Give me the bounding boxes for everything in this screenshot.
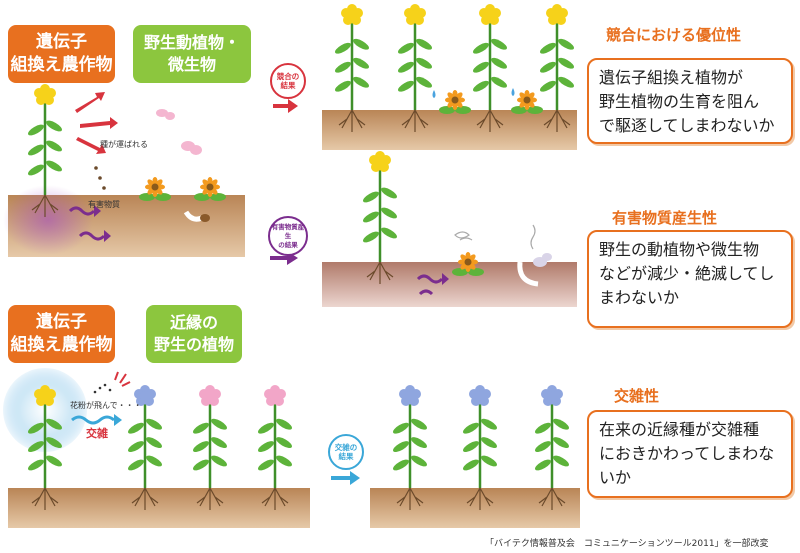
heading-competitive-advantage: 競合における優位性: [606, 26, 742, 44]
harmful-result-badge: 有害物質産生 の結果: [268, 216, 308, 256]
butterfly-1: [156, 109, 175, 120]
suppressed-flower-1: [439, 90, 471, 114]
gm-plant-competition-4: [540, 4, 574, 132]
relative-plant-blue: [128, 385, 162, 510]
pollen-dots: [93, 383, 112, 394]
wild-flower-1: [139, 177, 171, 201]
dead-butterfly: [533, 253, 552, 267]
suppressed-flower-2: [511, 90, 543, 114]
purple-squiggle-2: [78, 231, 106, 241]
red-arrow-1: [75, 92, 105, 113]
pollen-burst: [114, 371, 131, 387]
seed-carried-label: 種が運ばれる: [100, 140, 148, 149]
gm-plant-row1: [28, 84, 62, 217]
gm-plant-competition-1: [335, 4, 369, 132]
grub-row2: [517, 261, 539, 287]
red-arrow-2: [80, 117, 118, 129]
desc-hybridization: 在来の近縁種が交雑種 におきかわってしまわな いか: [587, 410, 793, 498]
gm-plant-competition-2: [398, 4, 432, 132]
soil-row2-right: [322, 262, 577, 307]
butterfly-2: [181, 141, 202, 155]
soil-row3-right: [370, 488, 580, 528]
harmful-glow: [3, 185, 93, 255]
heading-hybridization: 交雑性: [614, 387, 660, 405]
result-arrow-3: [331, 471, 360, 485]
red-arrows: [75, 92, 118, 154]
purple-squiggle-3: [416, 274, 444, 284]
hybrid-plant-3: [535, 385, 569, 510]
wild-relatives-label: 近縁の 野生の植物: [146, 305, 242, 363]
relative-plant-pink-2: [258, 385, 292, 510]
water-drop-1: [432, 90, 436, 98]
competition-result-badge: 競合の 結果: [270, 63, 306, 99]
desc-harmful-substance: 野生の動植物や微生物 などが減少・絶滅してし まわないか: [587, 230, 793, 328]
gm-plant-harmful: [363, 151, 397, 284]
steam-2: [530, 224, 536, 250]
relative-plant-pink-1: [193, 385, 227, 510]
wild-flower-2: [194, 177, 226, 201]
pollen-flying-label: 花粉が飛んで・・・: [70, 401, 142, 410]
purple-squiggle-1: [68, 206, 96, 216]
water-drop-2: [511, 88, 515, 96]
heading-harmful-substance: 有害物質産生性: [612, 209, 718, 227]
seed-dots: [94, 166, 106, 190]
soil-row3-left: [8, 488, 310, 528]
result-arrow-1: [273, 99, 298, 113]
purple-squiggle-4: [418, 289, 434, 296]
gm-plant-competition-3: [473, 4, 507, 132]
source-credit: 「バイテク情報普及会 コミュニケーションツール2011」を一部改変: [485, 539, 769, 549]
wild-life-label: 野生動植物・ 微生物: [133, 25, 251, 83]
gm-crops-label-bottom: 遺伝子 組換え農作物: [8, 305, 115, 363]
harmful-substance-label: 有害物質: [88, 200, 120, 209]
hybridization-label: 交雑: [86, 427, 108, 440]
gm-plant-row3: [28, 385, 62, 510]
hybrid-plant-2: [463, 385, 497, 510]
desc-competitive-advantage: 遺伝子組換え植物が 野生植物の生育を阻ん で駆逐してしまわないか: [587, 58, 793, 144]
hybridization-result-badge: 交雑の 結果: [328, 434, 364, 470]
red-arrow-3: [76, 137, 106, 154]
wilted-plant: [452, 252, 484, 276]
soil-row1-right: [322, 110, 577, 150]
steam-1: [454, 231, 473, 241]
gm-crops-label-top: 遺伝子 組換え農作物: [8, 25, 115, 83]
pollen-wave: [71, 415, 115, 425]
hybrid-plant-1: [393, 385, 427, 510]
